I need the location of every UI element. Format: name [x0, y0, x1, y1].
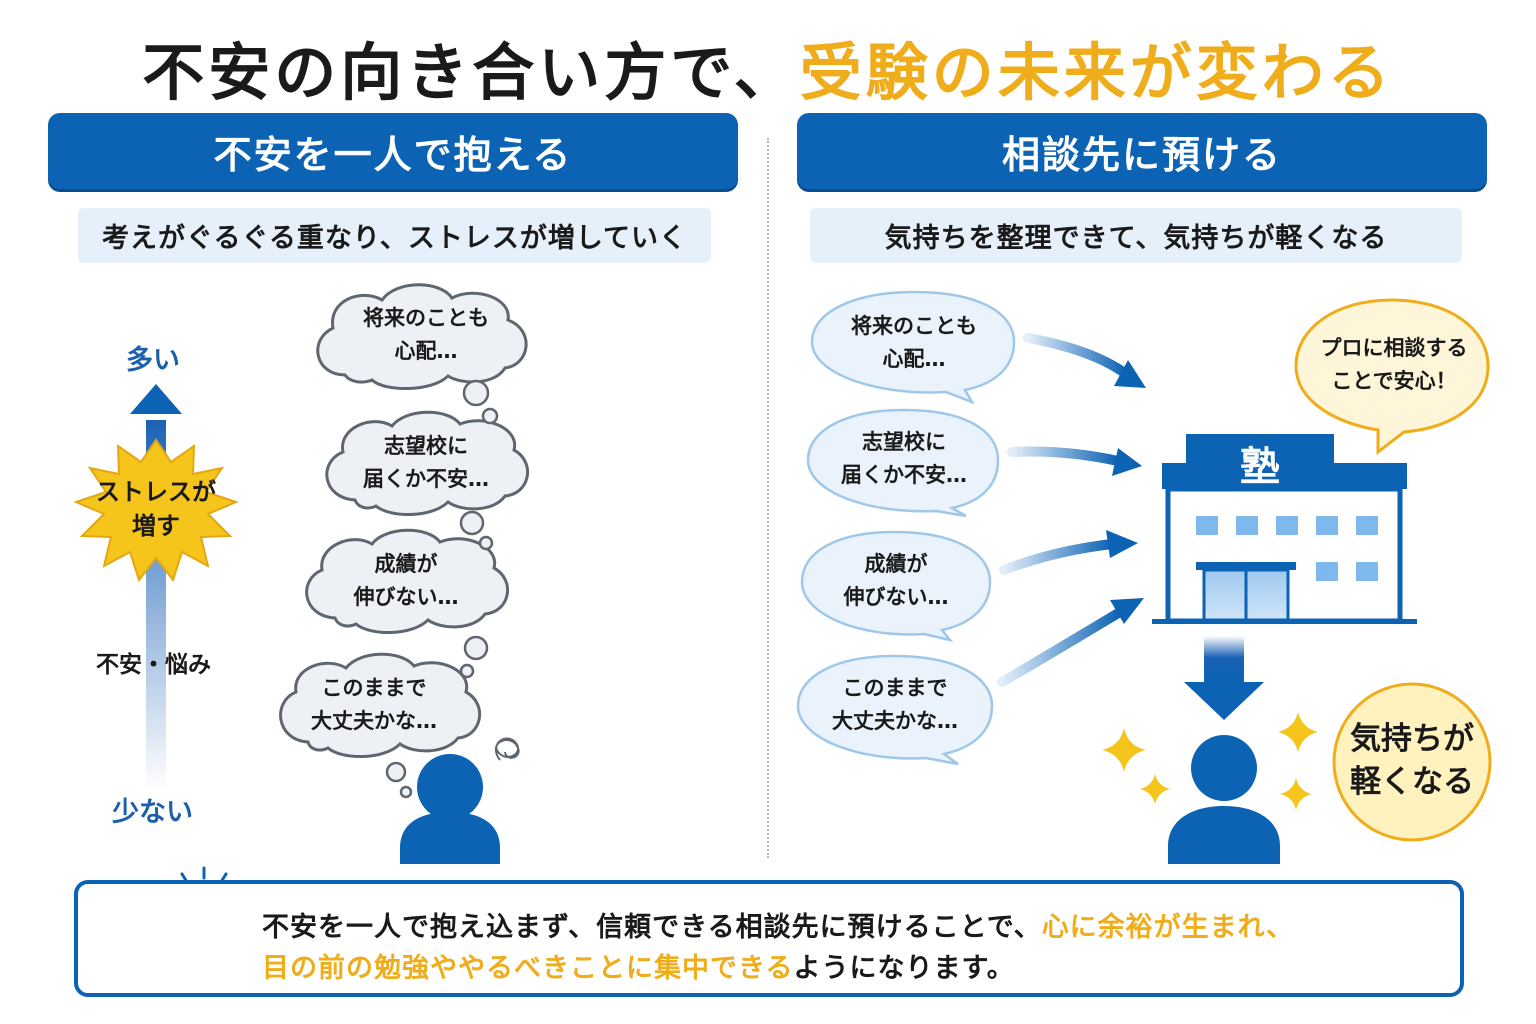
left-thought-2-line2: 届くか不安… [363, 467, 489, 491]
left-thought-cloud-4 [279, 652, 482, 758]
axis-label-low: 少ない [112, 797, 193, 828]
right-thought-3-line2: 伸びない… [843, 585, 949, 609]
person-icon-right [1168, 735, 1280, 864]
summary-line1-highlight: 心に余裕が生まれ、 [1041, 912, 1294, 943]
left-thought-text-4: このままで 大丈夫かな… [288, 670, 460, 740]
title-highlight: 受験の未来が変わる [799, 36, 1394, 109]
left-thought-text-3: 成績が 伸びない… [320, 546, 492, 616]
left-thought-cloud-3 [305, 528, 510, 634]
right-speech-bubble-2 [806, 408, 1000, 518]
center-divider [767, 138, 769, 858]
summary-line2-highlight: 目の前の勉強ややるべきことに集中できる [262, 953, 794, 984]
left-thought-text-2: 志望校に 届くか不安… [340, 428, 512, 498]
left-thought-text-1: 将来のことも 心配… [340, 300, 512, 370]
right-thought-4-line2: 大丈夫かな… [832, 709, 958, 733]
right-subheader: 気持ちを整理できて、気持ちが軽くなる [810, 208, 1462, 263]
left-thought-1-line1: 将来のことも [363, 306, 489, 331]
summary-line1-text: 不安を一人で抱え込まず、信頼できる相談先に預けることで、 [262, 912, 1042, 943]
summary-line-2: 目の前の勉強ややるべきことに集中できるようになります。 [262, 946, 1015, 985]
right-thought-1-line2: 心配… [882, 347, 946, 371]
right-thought-2-line1: 志望校に [862, 430, 946, 455]
summary-line-1: 不安を一人で抱え込まず、信頼できる相談先に預けることで、心に余裕が生まれ、 [262, 905, 1294, 944]
stress-burst-line1: ストレスが [96, 478, 216, 506]
person-icon-left [400, 754, 500, 864]
left-thought-3-line2: 伸びない… [353, 585, 459, 609]
thought-trail-dots [385, 379, 499, 799]
result-line2: 軽くなる [1350, 764, 1474, 801]
page-title: 不安の向き合い方で、受験の未来が変わる [0, 22, 1536, 112]
right-thought-1-line1: 将来のことも [851, 314, 977, 339]
left-thought-2-line1: 志望校に [384, 434, 468, 459]
right-thought-text-4: このままで 大丈夫かな… [810, 670, 980, 740]
pro-speech-line1: プロに相談する [1320, 336, 1468, 361]
right-speech-bubble-1 [810, 290, 1016, 405]
building-sign: 塾 [1240, 444, 1280, 490]
summary-line2-text: ようになります。 [793, 953, 1015, 984]
right-thought-3-line1: 成績が [864, 552, 928, 577]
left-thought-1-line2: 心配… [394, 339, 458, 363]
pro-speech-line2: ことで安心！ [1331, 369, 1457, 393]
left-thought-3-line1: 成績が [374, 552, 438, 577]
flow-arrows [997, 333, 1146, 687]
right-thought-text-3: 成績が 伸びない… [812, 546, 980, 616]
pro-speech-text: プロに相談する ことで安心！ [1306, 330, 1482, 400]
sparkle-icon [1102, 712, 1318, 810]
right-speech-bubble-3 [800, 530, 992, 643]
pro-speech-bubble [1294, 298, 1490, 456]
stress-burst-icon [73, 438, 239, 583]
result-text: 気持ちが 軽くなる [1338, 718, 1486, 805]
left-thought-4-line2: 大丈夫かな… [311, 709, 437, 733]
stress-burst-line2: 増す [132, 511, 180, 540]
result-line1: 気持ちが [1350, 721, 1474, 757]
axis-label-high: 多い [126, 345, 180, 376]
tangle-icon [494, 737, 520, 761]
result-badge [1332, 682, 1492, 842]
down-arrow [1184, 636, 1264, 720]
axis-label-worry: 不安・悩み [96, 652, 211, 678]
right-thought-2-line2: 届くか不安… [841, 463, 967, 487]
right-thought-text-1: 将来のことも 心配… [830, 308, 998, 378]
left-thought-4-line1: このままで [321, 676, 427, 701]
title-main: 不安の向き合い方で、 [142, 36, 800, 109]
left-thought-cloud-1 [316, 283, 528, 390]
stress-burst-label: ストレスが 増す [82, 476, 230, 543]
right-speech-bubble-4 [796, 654, 994, 766]
left-subheader: 考えがぐるぐる重なり、ストレスが増していく [78, 208, 711, 263]
right-thought-4-line1: このままで [842, 676, 948, 701]
right-panel-header: 相談先に預ける [797, 113, 1487, 189]
right-thought-text-2: 志望校に 届くか不安… [820, 424, 988, 494]
building-icon [1152, 434, 1417, 624]
left-thought-cloud-2 [325, 410, 530, 516]
summary-box [74, 880, 1464, 997]
left-panel-header: 不安を一人で抱える [48, 113, 738, 189]
